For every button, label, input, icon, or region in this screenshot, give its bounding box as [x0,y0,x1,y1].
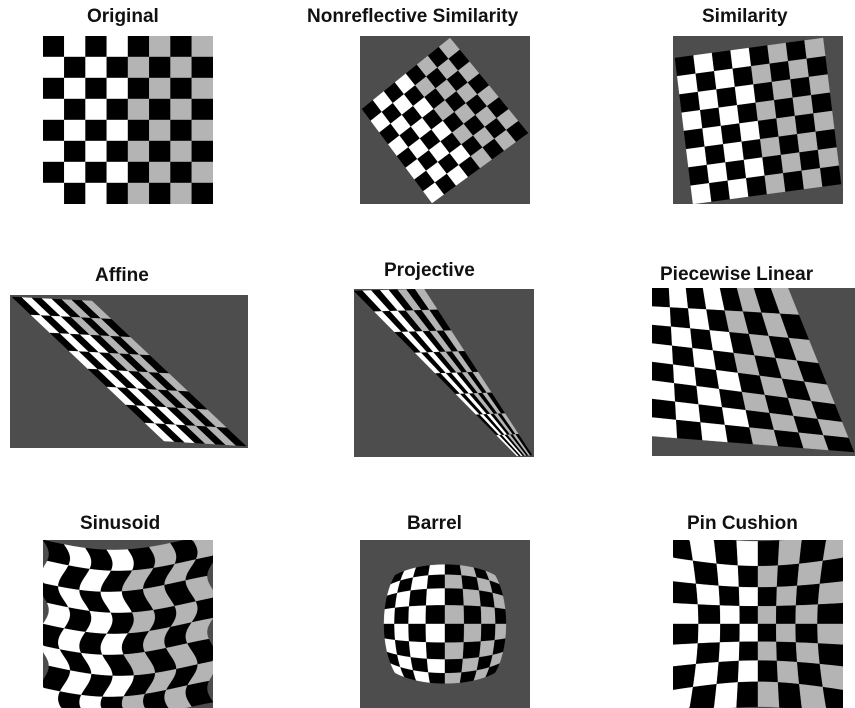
panel-title-nonreflective-similarity: Nonreflective Similarity [307,6,518,28]
panel-title-projective: Projective [384,260,475,282]
pin-cushion-image [673,540,843,708]
panel-title-piecewise-linear: Piecewise Linear [660,264,813,286]
similarity-image [673,36,843,204]
sinusoid-image [43,540,213,708]
projective-image [354,289,534,457]
panel-title-barrel: Barrel [407,513,462,535]
panel-title-similarity: Similarity [702,6,788,28]
affine-image [10,295,248,448]
barrel-image [360,540,530,708]
panel-title-pin-cushion: Pin Cushion [687,513,798,535]
panel-title-original: Original [87,6,159,28]
panel-title-sinusoid: Sinusoid [80,513,160,535]
nonreflective-similarity-image [360,36,530,204]
original-checkerboard-image [43,36,213,204]
panel-title-affine: Affine [95,265,149,287]
piecewise-linear-image [652,288,855,456]
